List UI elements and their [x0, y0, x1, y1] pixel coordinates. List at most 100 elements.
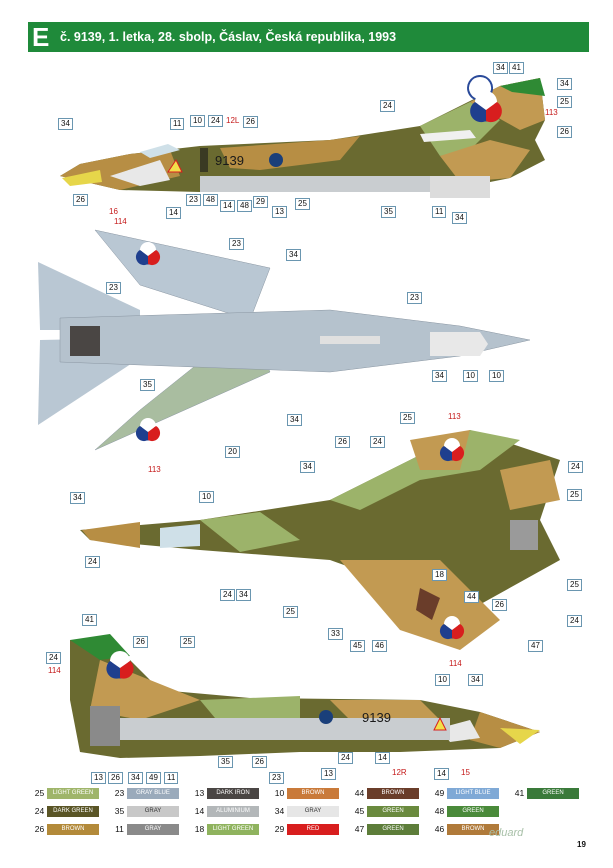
aircraft-number-left: 9139: [215, 153, 244, 168]
callout-label: 24: [208, 115, 223, 127]
legend-label: GREEN: [527, 788, 579, 799]
callout-label: 25: [567, 489, 582, 501]
callout-label: 13: [272, 206, 287, 218]
callout-label: 114: [114, 217, 127, 226]
callout-label: 25: [400, 412, 415, 424]
callout-label: 34: [557, 78, 572, 90]
legend-label: GRAY: [127, 806, 179, 817]
callout-label: 24: [370, 436, 385, 448]
legend-label: GREEN: [367, 806, 419, 817]
side-profile-right: 9139: [70, 634, 540, 758]
legend-number: 49: [434, 788, 445, 798]
callout-label: 26: [252, 756, 267, 768]
legend-number: 48: [434, 806, 445, 816]
callout-label: 13: [91, 772, 106, 784]
aircraft-number-right: 9139: [362, 710, 391, 725]
legend-label: DARK GREEN: [47, 806, 99, 817]
top-view: [80, 430, 560, 650]
callout-label: 25: [295, 198, 310, 210]
legend-label: LIGHT GREEN: [207, 824, 259, 835]
callout-label: 113: [448, 412, 461, 421]
legend-number: 47: [354, 824, 365, 834]
callout-label: 10: [435, 674, 450, 686]
callout-label: 35: [381, 206, 396, 218]
callout-label: 20: [225, 446, 240, 458]
legend-number: 26: [34, 824, 45, 834]
legend-number: 24: [34, 806, 45, 816]
legend-number: 13: [194, 788, 205, 798]
legend-label: RED: [287, 824, 339, 835]
callout-label: 34: [300, 461, 315, 473]
legend-number: 44: [354, 788, 365, 798]
callout-label: 24: [380, 100, 395, 112]
callout-label: 34: [286, 249, 301, 261]
legend-number: 10: [274, 788, 285, 798]
callout-label: 23: [106, 282, 121, 294]
legend-number: 34: [274, 806, 285, 816]
callout-label: 18: [432, 569, 447, 581]
callout-label: 34: [287, 414, 302, 426]
profile-header: E č. 9139, 1. letka, 28. sbolp, Čáslav, …: [28, 22, 589, 52]
legend-label: GREEN: [447, 806, 499, 817]
side-profile-left: 9139: [60, 75, 545, 198]
legend-number: 46: [434, 824, 445, 834]
callout-label: 26: [108, 772, 123, 784]
callout-label: 34: [58, 118, 73, 130]
callout-label: 34: [236, 589, 251, 601]
callout-label: 14: [434, 768, 449, 780]
callout-label: 10: [489, 370, 504, 382]
legend-label: GREEN: [367, 824, 419, 835]
callout-label: 41: [82, 614, 97, 626]
callout-label: 12R: [392, 768, 407, 777]
callout-label: 113: [545, 108, 558, 117]
legend-label: GRAY: [127, 824, 179, 835]
callout-label: 24: [568, 461, 583, 473]
callout-label: 24: [567, 615, 582, 627]
legend-label: LIGHT BLUE: [447, 788, 499, 799]
callout-label: 26: [243, 116, 258, 128]
callout-label: 25: [180, 636, 195, 648]
legend-label: ALUMINIUM: [207, 806, 259, 817]
callout-label: 14: [166, 207, 181, 219]
legend-number: 11: [115, 824, 124, 834]
legend-label: BROWN: [367, 788, 419, 799]
callout-label: 26: [492, 599, 507, 611]
brand-logo: eduard: [489, 827, 524, 839]
callout-label: 24: [46, 652, 61, 664]
legend-label: GRAY: [287, 806, 339, 817]
callout-label: 14: [220, 200, 235, 212]
legend-label: DARK IRON: [207, 788, 259, 799]
callout-label: 35: [140, 379, 155, 391]
callout-label: 26: [133, 636, 148, 648]
callout-label: 10: [190, 115, 205, 127]
underside-view: [38, 229, 531, 451]
callout-label: 24: [338, 752, 353, 764]
callout-label: 49: [146, 772, 161, 784]
callout-label: 14: [375, 752, 390, 764]
callout-label: 41: [509, 62, 524, 74]
callout-label: 45: [350, 640, 365, 652]
callout-label: 25: [283, 606, 298, 618]
callout-label: 26: [557, 126, 572, 138]
callout-label: 12L: [226, 116, 240, 125]
page-number: 19: [577, 840, 586, 849]
legend-number: 35: [114, 806, 125, 816]
callout-label: 23: [229, 238, 244, 250]
callout-label: 44: [464, 591, 479, 603]
callout-label: 10: [463, 370, 478, 382]
callout-label: 24: [220, 589, 235, 601]
callout-label: 15: [461, 768, 470, 777]
legend-number: 45: [354, 806, 365, 816]
callout-label: 34: [128, 772, 143, 784]
legend-number: 14: [194, 806, 205, 816]
callout-label: 33: [328, 628, 343, 640]
callout-label: 10: [199, 491, 214, 503]
callout-label: 114: [449, 659, 462, 668]
callout-label: 34: [493, 62, 508, 74]
callout-label: 24: [85, 556, 100, 568]
legend-label: BROWN: [47, 824, 99, 835]
callout-label: 23: [269, 772, 284, 784]
callout-label: 47: [528, 640, 543, 652]
